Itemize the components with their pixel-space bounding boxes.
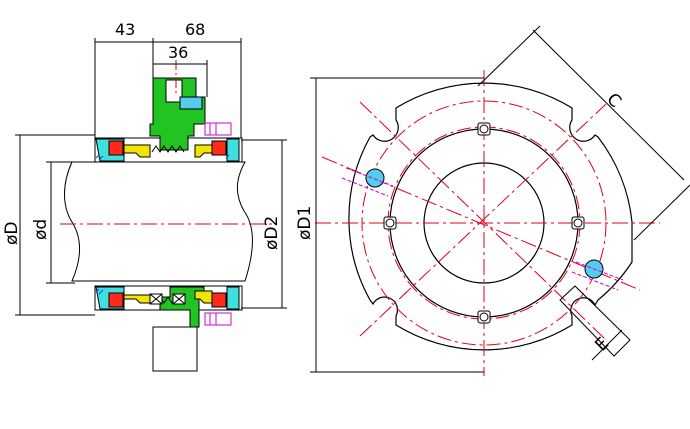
dim-phi-D: øD [2,222,22,246]
ext-C-2 [633,184,690,241]
ext-C-1 [477,25,541,87]
cyan-insert-bottom-right [226,286,240,310]
dim-phi-D1: øD1 [295,206,315,240]
hatch-top [95,154,230,161]
shaft [64,161,253,282]
port-right [571,259,624,291]
gland-port-top [165,79,183,103]
dim-line-E [591,329,623,361]
yellow-retainer-top-right [194,144,213,158]
cyan-insert-top-right [226,138,240,162]
port-left [341,167,394,197]
yellow-retainer-bottom-right [194,290,213,304]
dim-phi-d: ød [31,219,51,240]
dim-line-C [532,29,685,181]
e-slot-extension [559,285,631,357]
bolt-bottom [204,312,232,326]
red-face-top-left [108,140,124,156]
bolt-top [204,122,232,136]
hub-bolt-holes [383,122,585,324]
flange-outline [348,82,633,351]
hatch-bottom [95,288,104,295]
dim-C: C [602,89,625,112]
spring-top [151,145,185,153]
gland-stub-bottom [152,326,198,372]
front-centerline-diag1 [359,101,607,341]
red-face-bottom-right [211,292,227,308]
red-face-bottom-left [108,292,124,308]
section-view: 43 68 36 øD ød øD2 [2,20,287,372]
dim-36: 36 [168,43,188,62]
extension-lines-top [94,38,242,138]
front-centerline-diag2 [359,103,607,337]
gland-port-inner [179,96,203,110]
red-face-top-right [211,140,227,156]
yellow-retainer-top-left [123,144,151,158]
front-view: øD1 C E [295,25,690,376]
dim-43: 43 [115,20,135,39]
dim-68: 68 [185,20,205,39]
dim-phi-D2: øD2 [262,216,282,250]
x-boxes-bottom [149,293,186,305]
